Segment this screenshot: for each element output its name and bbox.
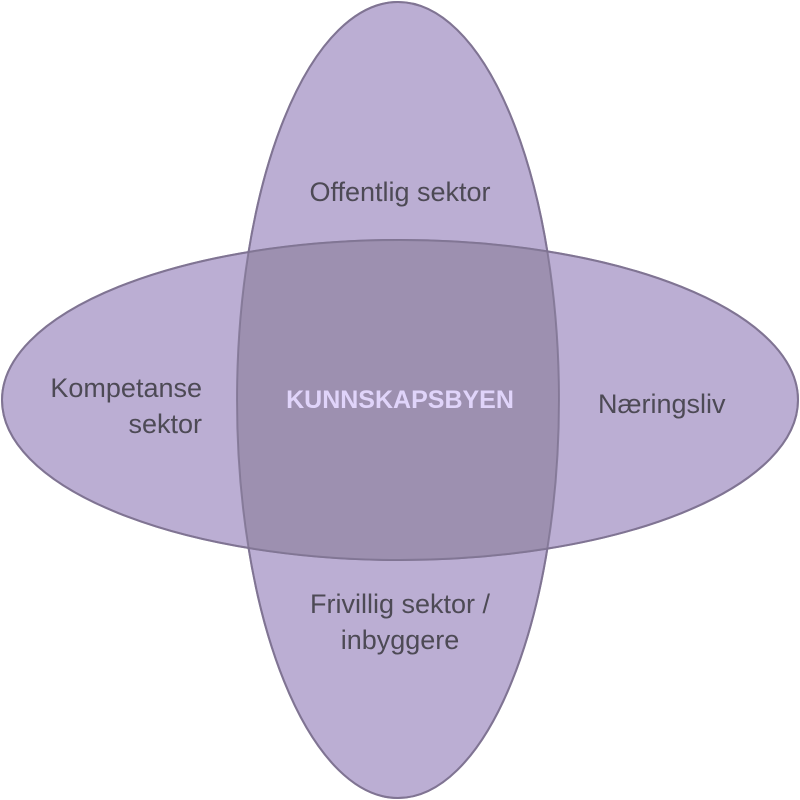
label-right-sector: Næringsliv <box>598 386 726 422</box>
label-left-line-2: sektor <box>128 409 202 439</box>
label-bottom-sector: Frivillig sektor / inbyggere <box>0 586 800 658</box>
label-right-text: Næringsliv <box>598 389 726 419</box>
label-top-text: Offentlig sektor <box>309 177 491 207</box>
center-label: KUNNSKAPSBYEN <box>286 386 514 414</box>
label-top-sector: Offentlig sektor <box>0 174 800 210</box>
label-bottom-line-2: inbyggere <box>340 625 460 655</box>
label-left-sector: Kompetanse sektor <box>30 370 202 442</box>
label-left-line-1: Kompetanse <box>50 373 202 403</box>
label-bottom-line-1: Frivillig sektor / <box>309 589 491 619</box>
overlap-region <box>237 240 559 560</box>
